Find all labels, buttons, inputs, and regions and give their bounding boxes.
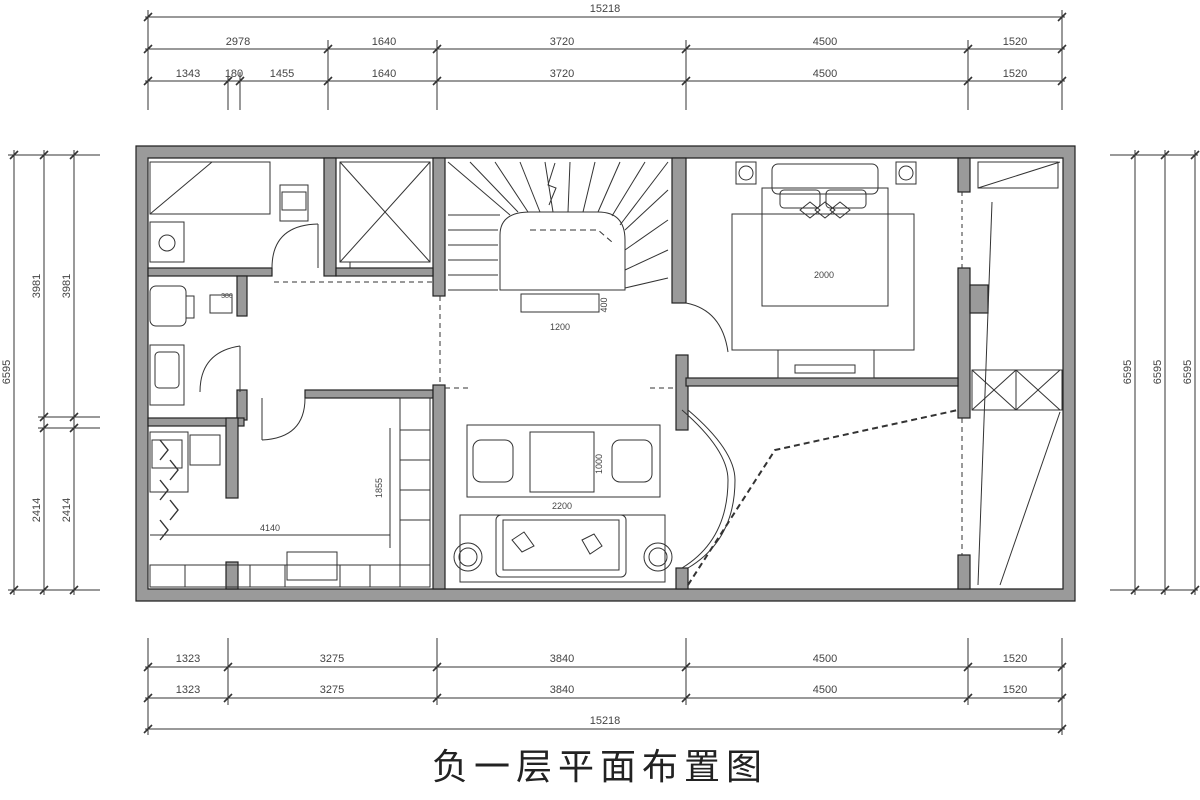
stair-table-depth-label: 400	[599, 297, 609, 312]
dim-top-row2: 4500	[813, 68, 837, 80]
dim-bottom-total: 15218	[590, 715, 621, 727]
dim-top-row1: 2978	[226, 36, 250, 48]
dim-bottom-row1: 1323	[176, 653, 200, 665]
dim-top-row2: 1455	[270, 68, 294, 80]
dining-depth-label: 1000	[594, 454, 604, 474]
dim-bottom-row2: 3840	[550, 684, 574, 696]
rug-width-label: 2200	[552, 501, 572, 511]
walls	[135, 145, 1076, 602]
dim-top-row2: 1343	[176, 68, 200, 80]
dim-right: 6595	[1182, 360, 1194, 384]
living-dining	[453, 409, 736, 583]
staircase	[447, 161, 669, 313]
top-dimension-lines	[143, 10, 1067, 110]
bedroom	[685, 161, 917, 379]
opening-guides	[274, 281, 963, 555]
bed-width-label: 2000	[814, 270, 834, 280]
dim-left-a: 2414	[31, 498, 43, 522]
laundry-room	[149, 161, 319, 269]
kitchen-width-label: 4140	[260, 523, 280, 533]
bathroom	[149, 285, 241, 406]
stair-table-width-label: 1200	[550, 322, 570, 332]
dim-bottom-row2: 3275	[320, 684, 344, 696]
dim-bottom-row1: 1520	[1003, 653, 1027, 665]
dim-left-a: 3981	[31, 274, 43, 298]
dim-top-row2: 1640	[372, 68, 396, 80]
dim-top-total: 15218	[590, 3, 621, 15]
dim-top-row1: 3720	[550, 36, 574, 48]
dim-bottom-row2: 1323	[176, 684, 200, 696]
dim-left-b: 3981	[61, 274, 73, 298]
dim-bottom-row2: 1520	[1003, 684, 1027, 696]
dim-right: 6595	[1122, 360, 1134, 384]
dim-bottom-row2: 4500	[813, 684, 837, 696]
dim-top-row1: 4500	[813, 36, 837, 48]
dim-bottom-row1: 4500	[813, 653, 837, 665]
dim-bottom-row1: 3275	[320, 653, 344, 665]
dim-top-row2: 180	[225, 68, 243, 80]
dim-right: 6595	[1152, 360, 1164, 384]
elevator-shaft	[339, 161, 431, 268]
drawing-title: 负一层平面布置图	[431, 747, 768, 788]
kitchen	[149, 397, 431, 588]
bottom-dimension-lines	[143, 638, 1067, 735]
dim-top-row2: 3720	[550, 68, 574, 80]
dim-top-row2: 1520	[1003, 68, 1027, 80]
kitchen-depth-label: 1855	[374, 478, 384, 498]
dim-top-row1: 1640	[372, 36, 396, 48]
garage	[687, 161, 1063, 586]
dim-left-b: 2414	[61, 498, 73, 522]
bath-small-label: 380	[221, 293, 233, 300]
dim-bottom-row1: 3840	[550, 653, 574, 665]
right-dimension-lines	[1110, 150, 1200, 595]
dim-top-row1: 1520	[1003, 36, 1027, 48]
dimension-labels: 15218 2978 1640 3720 4500 1520 1343 180 …	[1, 3, 1194, 727]
left-dimension-lines	[8, 150, 100, 595]
dim-left-outer: 6595	[1, 360, 13, 384]
interior-labels: 1200 400 2000 1000 2200 4140 1855 380	[221, 270, 834, 533]
